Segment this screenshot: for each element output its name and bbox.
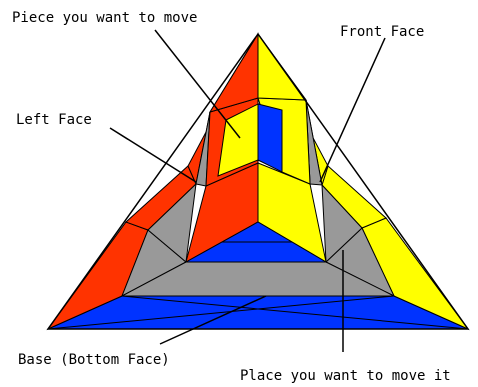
label-left: Left Face (16, 112, 92, 128)
label-piece: Piece you want to move (12, 10, 197, 26)
label-place: Place you want to move it (240, 368, 451, 384)
pointer-left (110, 128, 196, 182)
apex-red (210, 34, 258, 112)
label-front: Front Face (340, 24, 424, 40)
label-base: Base (Bottom Face) (18, 352, 170, 368)
piece-blue-inner (258, 104, 282, 172)
pointer-front (320, 38, 385, 182)
